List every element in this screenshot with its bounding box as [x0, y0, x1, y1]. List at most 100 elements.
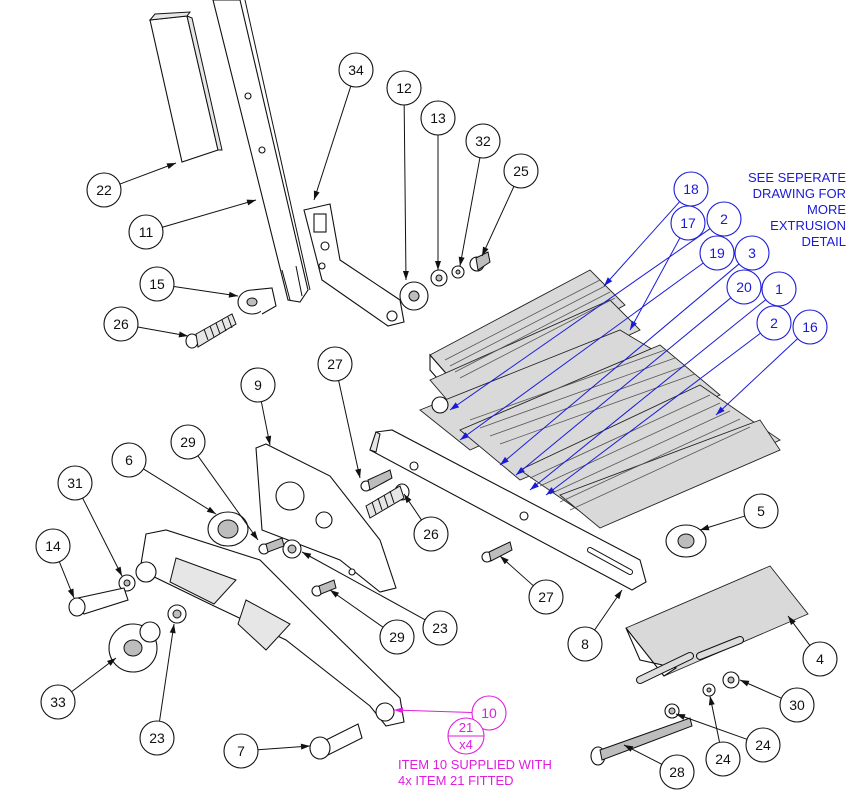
leader-line — [119, 162, 177, 185]
balloon-label: 13 — [430, 110, 446, 126]
balloon-label: 23 — [149, 730, 165, 746]
part-25-screw — [469, 251, 491, 272]
balloon-label: 18 — [683, 181, 699, 197]
balloon-label: 29 — [180, 434, 196, 450]
balloon-circle — [756, 305, 792, 341]
balloon-circle — [422, 610, 458, 646]
part-11-arm — [212, 0, 311, 303]
leader-line — [159, 623, 175, 722]
leader-arrowhead — [115, 566, 122, 576]
balloon-label: 7 — [237, 743, 245, 759]
balloon-circle — [503, 153, 539, 189]
part-26-bolt-b — [365, 483, 410, 519]
leader-arrowhead — [67, 588, 74, 598]
leader-line — [143, 468, 217, 515]
balloon-circle — [170, 424, 206, 460]
balloon-label: 8 — [581, 636, 589, 652]
balloon-label: 10 — [481, 705, 497, 721]
balloon-circle — [705, 741, 741, 777]
balloon-label: 6 — [125, 452, 133, 468]
part-32-washer — [451, 265, 465, 279]
balloon-label: 27 — [538, 589, 554, 605]
leader-arrowhead — [482, 246, 489, 256]
extrusion-assembly — [419, 269, 781, 529]
balloon-label: 4 — [816, 651, 824, 667]
balloon-label: 5 — [757, 503, 765, 519]
balloon-circle — [465, 123, 501, 159]
extrusion-note: SEE SEPERATE DRAWING FOR MORE EXTRUSION … — [700, 170, 846, 250]
leader-arrowhead — [604, 277, 613, 286]
balloon-label: 31 — [67, 475, 83, 491]
extrusion-note-line: EXTRUSION — [770, 218, 846, 233]
supply-note: ITEM 10 SUPPLIED WITH 4x ITEM 21 FITTED — [398, 757, 598, 789]
leader-line — [301, 551, 426, 621]
balloon-label: 20 — [736, 279, 752, 295]
balloon-circle — [471, 695, 507, 731]
part-5-bush — [665, 524, 707, 558]
leader-arrowhead — [265, 435, 272, 445]
balloon-label: 26 — [113, 316, 129, 332]
balloon-circle — [128, 214, 164, 250]
part-27-screw-b — [481, 541, 513, 563]
leader-arrowhead — [313, 190, 320, 200]
balloon-circle — [528, 579, 564, 615]
extrusion-note-line: DRAWING FOR — [752, 186, 846, 201]
balloon-circle — [386, 70, 422, 106]
balloon-label: 23 — [432, 620, 448, 636]
balloon-label: 24 — [715, 751, 731, 767]
leader-line — [545, 332, 761, 496]
leader-arrowhead — [500, 556, 509, 565]
part-31-washer — [118, 574, 136, 592]
leader-line — [459, 262, 704, 441]
leader-line — [675, 713, 748, 740]
balloon-circle — [567, 626, 603, 662]
part-10-link — [135, 529, 405, 727]
leader-arrowhead — [302, 552, 312, 559]
leader-line — [82, 497, 123, 577]
leader-line — [499, 263, 740, 466]
leader-arrowhead — [435, 261, 441, 270]
leader-line — [603, 201, 681, 287]
leader-line — [71, 657, 117, 693]
leader-arrowhead — [402, 270, 409, 280]
balloon-circle — [379, 619, 415, 655]
leader-arrowhead — [246, 199, 256, 206]
balloon-circle — [779, 687, 815, 723]
balloon-label: 28 — [669, 764, 685, 780]
part-29-screw-a — [258, 537, 285, 555]
balloon-circle — [57, 465, 93, 501]
balloon-label: 33 — [50, 694, 66, 710]
leader-line — [459, 157, 481, 267]
leader-arrowhead — [300, 743, 310, 750]
leader-line — [481, 186, 515, 257]
part-4-cover — [625, 565, 809, 684]
balloon-circle — [317, 346, 353, 382]
leader-arrowhead — [394, 707, 404, 714]
fraction-bottom: x4 — [459, 737, 473, 752]
part-29-screw-b — [311, 579, 337, 597]
part-8-link — [369, 429, 647, 591]
leader-arrowhead — [530, 482, 539, 490]
leader-line — [393, 709, 473, 713]
leader-arrowhead — [250, 530, 258, 540]
part-7-pin — [309, 723, 363, 760]
balloon-circle — [139, 266, 175, 302]
balloon-circle — [111, 442, 147, 478]
balloon-label: 24 — [755, 737, 771, 753]
leader-arrowhead — [206, 506, 216, 514]
extrusion-note-line: SEE SEPERATE — [747, 170, 846, 185]
leader-arrowhead — [676, 714, 686, 720]
fraction-balloon-21-x4: 21 x4 — [447, 717, 485, 755]
balloon-circle — [338, 52, 374, 88]
balloon-label: 29 — [389, 629, 405, 645]
balloon-label: 3 — [748, 245, 756, 261]
part-27-screw-a — [360, 469, 393, 492]
balloon-label: 11 — [139, 224, 154, 240]
balloon-label: 12 — [396, 80, 412, 96]
part-13-spacer — [430, 269, 448, 287]
leader-arrowhead — [740, 680, 750, 687]
part-30-nut — [722, 671, 740, 689]
part-22-grip — [148, 11, 223, 163]
balloon-circle — [659, 754, 695, 790]
